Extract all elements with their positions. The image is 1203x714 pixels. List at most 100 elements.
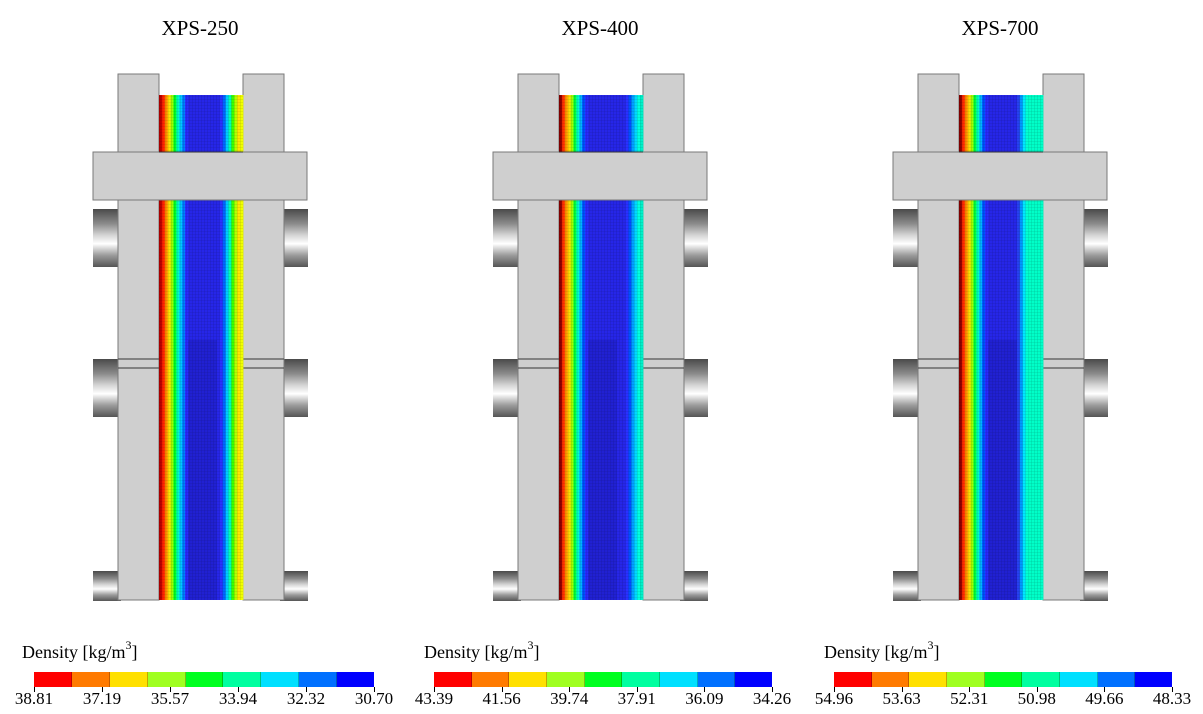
color-scale-cell (185, 672, 224, 687)
color-scale-tick-label: 43.39 (414, 689, 454, 708)
mesh-overlay (159, 200, 243, 600)
color-scale-cell (697, 672, 736, 687)
color-scale-cell (509, 672, 548, 687)
specimen-shade (187, 340, 217, 600)
color-scale-tick (374, 687, 375, 692)
top-side-block (242, 73, 285, 155)
clamp-cylinder (680, 359, 708, 417)
crossbar (892, 151, 1108, 201)
top-side-block (517, 73, 560, 155)
crossbar (92, 151, 308, 201)
color-scale-tick (834, 687, 835, 692)
color-scale-cell (909, 672, 948, 687)
color-scale-tick-label: 37.19 (82, 689, 122, 708)
color-scale-tick (34, 687, 35, 692)
color-scale-tick-label: 33.94 (218, 689, 258, 708)
clamp-cylinder (280, 359, 308, 417)
specimen-shade (987, 340, 1017, 600)
specimen-shade (587, 340, 617, 600)
color-scale-tick-label: 37.91 (617, 689, 656, 708)
color-scale-cell (871, 672, 910, 687)
color-scale-tick-label: 50.98 (1017, 689, 1056, 708)
color-scale-tick (102, 687, 103, 692)
color-scale-tick (901, 687, 903, 692)
mesh-overlay (959, 200, 1043, 600)
color-scale-cell (261, 672, 300, 687)
clamp-cylinder (93, 571, 121, 601)
color-scale-tick-label: 54.96 (814, 689, 854, 708)
mesh-overlay (559, 200, 643, 600)
clamp-cylinder (1080, 571, 1108, 601)
top-side-block (642, 73, 685, 155)
side-plate (917, 199, 960, 601)
legend-label: Density [kg/m3] (824, 638, 940, 662)
color-scale-tick (1104, 687, 1106, 692)
color-scale-tick (238, 687, 239, 692)
color-scale-bar (34, 672, 375, 687)
side-plate (117, 199, 160, 601)
color-scale-tick-label: 39.74 (550, 689, 589, 708)
color-scale-tick (1172, 687, 1173, 692)
color-scale-tick-label: 35.57 (150, 689, 190, 708)
color-scale-cell (947, 672, 985, 687)
color-scale-tick (704, 687, 706, 692)
crossbar (492, 151, 708, 201)
top-side-block (1042, 73, 1085, 155)
side-plate (642, 199, 685, 601)
color-scale-cell (434, 672, 472, 687)
color-scale-tick-label: 53.63 (882, 689, 921, 708)
color-scale-tick (434, 687, 435, 692)
clamp-cylinder (93, 359, 121, 417)
clamp-cylinder (280, 571, 308, 601)
color-scale-cell (337, 672, 375, 687)
side-plate (1042, 199, 1085, 601)
color-scale-cell (735, 672, 773, 687)
panel-xps-700: XPS-700 Density [kg/m3] 54.96 53.63 52.31 5… (800, 0, 1200, 714)
color-scale-cell (622, 672, 661, 687)
color-scale-cell (660, 672, 698, 687)
color-scale-tick (170, 687, 171, 692)
clamp-cylinder (893, 209, 921, 267)
color-scale-cell (1022, 672, 1061, 687)
panel-title: XPS-400 (561, 16, 639, 40)
side-plate (517, 199, 560, 601)
legend-label: Density [kg/m3] (22, 638, 138, 662)
clamp-cylinder (493, 571, 521, 601)
color-scale-cell (71, 672, 110, 687)
color-scale-tick-label: 52.31 (950, 689, 989, 708)
color-scale-tick (569, 687, 571, 692)
clamp-cylinder (680, 209, 708, 267)
color-scale-cell (1135, 672, 1173, 687)
mesh-overlay (159, 95, 243, 155)
clamp-cylinder (1080, 209, 1108, 267)
specimen-model (92, 73, 308, 601)
mesh-overlay (559, 95, 643, 155)
specimen-model (492, 73, 708, 601)
color-scale-bar (434, 672, 773, 687)
color-scale-tick (969, 687, 971, 692)
clamp-cylinder (680, 571, 708, 601)
color-scale-tick-label: 48.33 (1152, 689, 1192, 708)
color-scale-tick-label: 41.56 (482, 689, 521, 708)
color-scale-tick (306, 687, 307, 692)
color-scale-cell (223, 672, 262, 687)
clamp-cylinder (93, 209, 121, 267)
color-scale-tick (636, 687, 638, 692)
color-scale-cell (34, 672, 72, 687)
color-scale-cell (299, 672, 338, 687)
color-scale-tick-label: 38.81 (14, 689, 54, 708)
color-scale-tick-label: 34.26 (752, 689, 792, 708)
clamp-cylinder (493, 209, 521, 267)
clamp-cylinder (1080, 359, 1108, 417)
color-scale-tick (1036, 687, 1038, 692)
mesh-overlay (959, 95, 1043, 155)
legend-label: Density [kg/m3] (424, 638, 540, 662)
color-scale-cell (584, 672, 623, 687)
panel-title: XPS-700 (961, 16, 1039, 40)
panel-xps-400: XPS-400 Density [kg/m3] 43.39 41.56 39.74 3… (400, 0, 800, 714)
color-scale-cell (1060, 672, 1098, 687)
color-scale-cell (1097, 672, 1136, 687)
specimen-model (892, 73, 1108, 601)
color-scale-cell (109, 672, 148, 687)
